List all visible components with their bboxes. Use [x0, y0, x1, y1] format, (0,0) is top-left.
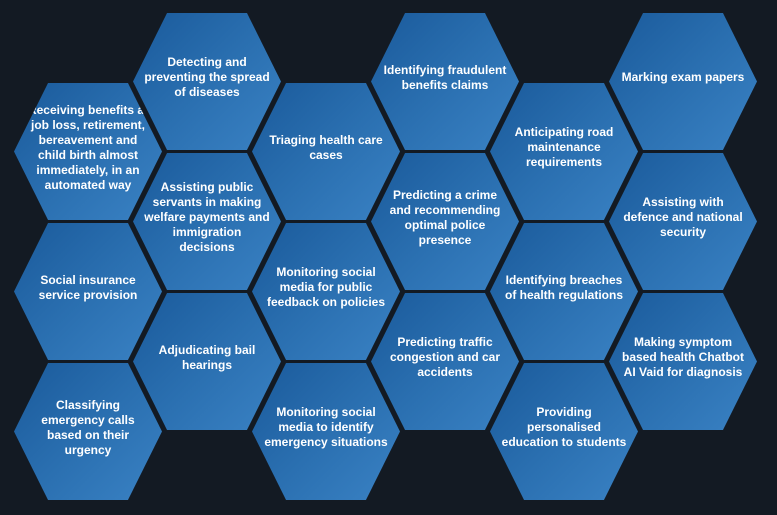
hexagon-monitoring-feedback: Monitoring social media for public feedb…	[252, 223, 400, 360]
hexagon-label: Monitoring social media to identify emer…	[264, 405, 388, 449]
hexagon-label: Predicting a crime and recommending opti…	[389, 187, 501, 247]
hexagon-label: Detecting and preventing the spread of d…	[144, 55, 270, 99]
hexagon-label: Making symptom based health Chatbot AI V…	[621, 335, 744, 379]
hexagon-social-insurance: Social insurance service provision	[14, 223, 162, 360]
hexagon-assisting-public-servants: Assisting public servants in making welf…	[133, 153, 281, 290]
hexagon-detecting-diseases: Detecting and preventing the spread of d…	[133, 13, 281, 150]
hexagon-label: Predicting traffic congestion and car ac…	[389, 335, 501, 379]
hexagon-label: Assisting public servants in making welf…	[144, 180, 270, 254]
hexagon-marking-exams: Marking exam papers	[609, 13, 757, 150]
hexagon-label: Monitoring social media for public feedb…	[266, 265, 386, 309]
hexagon-classifying-emergency-calls: Classifying emergency calls based on the…	[14, 363, 162, 500]
hexagon-label: Identifying breaches of health regulatio…	[504, 272, 623, 302]
hexagon-adjudicating-bail: Adjudicating bail hearings	[133, 293, 281, 430]
hexagon-health-regulations: Identifying breaches of health regulatio…	[490, 223, 638, 360]
hexagon-health-chatbot: Making symptom based health Chatbot AI V…	[609, 293, 757, 430]
hexagon-predicting-crime: Predicting a crime and recommending opti…	[371, 153, 519, 290]
hexagon-label: Triaging health care cases	[269, 132, 383, 162]
hexagon-road-maintenance: Anticipating road maintenance requiremen…	[490, 83, 638, 220]
hexagon-monitoring-emergency: Monitoring social media to identify emer…	[252, 363, 400, 500]
hexagon-fraudulent-claims: Identifying fraudulent benefits claims	[371, 13, 519, 150]
hexagon-label: Classifying emergency calls based on the…	[41, 397, 135, 457]
hexagon-label: Receiving benefits at job loss, retireme…	[27, 102, 149, 192]
hexagon-defence-security: Assisting with defence and national secu…	[609, 153, 757, 290]
hexagon-personalised-education: Providing personalised education to stud…	[490, 363, 638, 500]
hexagon-predicting-traffic: Predicting traffic congestion and car ac…	[371, 293, 519, 430]
hexagon-triaging-health: Triaging health care cases	[252, 83, 400, 220]
hexagon-receiving-benefits: Receiving benefits at job loss, retireme…	[14, 83, 162, 220]
hexagon-label: Anticipating road maintenance requiremen…	[514, 125, 614, 169]
hexagon-label: Identifying fraudulent benefits claims	[383, 62, 507, 92]
hexagon-label: Adjudicating bail hearings	[158, 342, 256, 372]
hexagon-label: Marking exam papers	[621, 70, 745, 84]
hexagon-label: Assisting with defence and national secu…	[623, 195, 743, 239]
hexagon-label: Social insurance service provision	[38, 272, 138, 302]
hexagon-label: Providing personalised education to stud…	[501, 405, 627, 449]
